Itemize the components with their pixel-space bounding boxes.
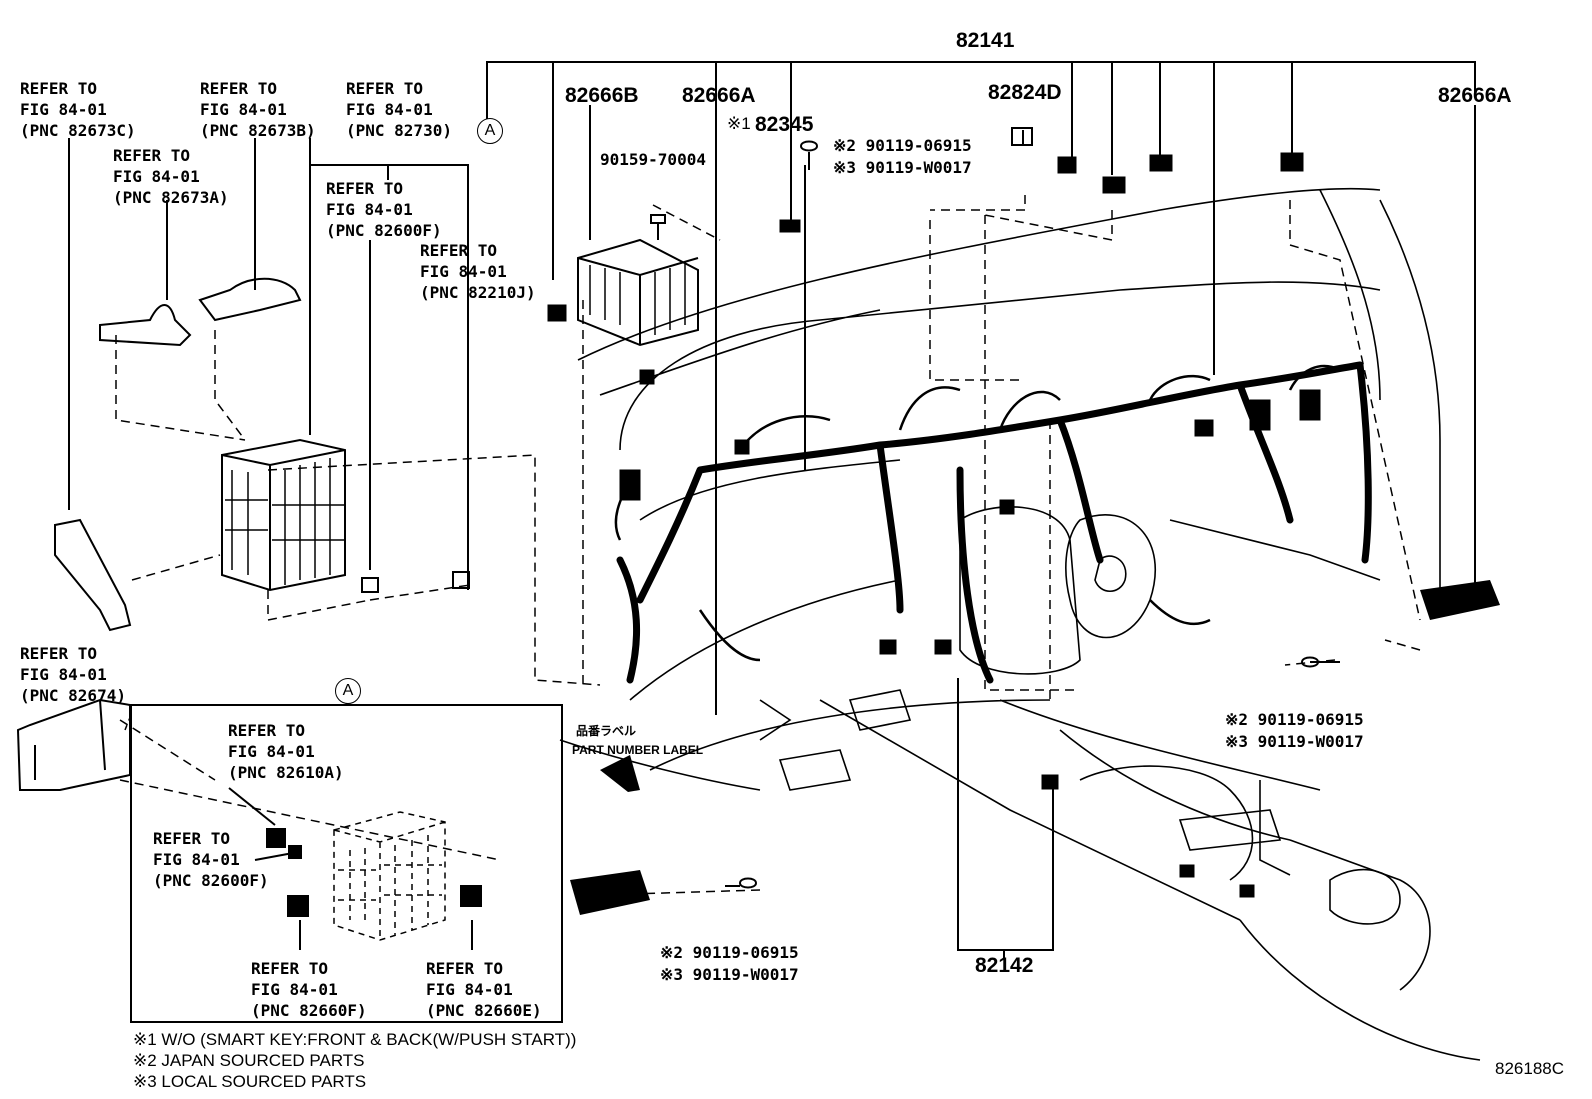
bracket-82673B bbox=[198, 277, 302, 322]
ref-82660E: REFER TO FIG 84-01 (PNC 82660E) bbox=[426, 959, 542, 1020]
ref-82600F-top: REFER TO FIG 84-01 (PNC 82600F) bbox=[326, 179, 442, 240]
part-82666A-right: 82666A bbox=[1438, 84, 1512, 107]
connector-8 bbox=[619, 469, 641, 501]
connector-6 bbox=[779, 219, 801, 233]
connector-18 bbox=[1239, 884, 1255, 898]
main-harness bbox=[616, 361, 1372, 684]
part-82666A-left: 82666A bbox=[682, 84, 756, 107]
clip-82210J bbox=[452, 571, 470, 589]
ref-82210J: REFER TO FIG 84-01 (PNC 82210J) bbox=[420, 241, 536, 302]
ref-82673C: REFER TO FIG 84-01 (PNC 82673C) bbox=[20, 79, 136, 140]
connector-16 bbox=[999, 499, 1015, 515]
fastener-right-a: ※2 90119-06915 bbox=[1225, 710, 1364, 729]
label-arrow bbox=[600, 755, 640, 792]
part-82141: 82141 bbox=[956, 29, 1015, 52]
ref-82673A: REFER TO FIG 84-01 (PNC 82673A) bbox=[113, 146, 229, 207]
note-3: ※3 LOCAL SOURCED PARTS bbox=[133, 1072, 367, 1091]
bracket-82673C bbox=[54, 518, 132, 632]
ref-82674: REFER TO FIG 84-01 (PNC 82674) bbox=[20, 644, 126, 705]
connector-15 bbox=[734, 439, 750, 455]
bracket-82673A bbox=[99, 304, 192, 347]
ref-82610A: REFER TO FIG 84-01 (PNC 82610A) bbox=[228, 721, 344, 782]
callout-a-top: A bbox=[477, 118, 503, 144]
harness-branches bbox=[614, 364, 1341, 662]
connector-82824D bbox=[1011, 127, 1033, 146]
connector-7 bbox=[1041, 774, 1059, 790]
leader-82345 bbox=[790, 140, 806, 470]
connector-11 bbox=[1194, 419, 1214, 437]
bolt-90159 bbox=[650, 214, 666, 240]
ref-82600F-inset: REFER TO FIG 84-01 (PNC 82600F) bbox=[153, 829, 269, 890]
ref-82730: REFER TO FIG 84-01 (PNC 82730) bbox=[346, 79, 452, 140]
connector-5 bbox=[1280, 152, 1304, 172]
fastener-top-b: ※3 90119-W0017 bbox=[833, 158, 972, 177]
connector-1 bbox=[547, 304, 567, 322]
fastener-bottom-b: ※3 90119-W0017 bbox=[660, 965, 799, 984]
connector-4 bbox=[1149, 154, 1173, 172]
dashed-guides bbox=[115, 195, 1421, 896]
mark-82345: ※1 bbox=[727, 114, 751, 133]
part-90159-70004: 90159-70004 bbox=[600, 150, 706, 169]
note-1: ※1 W/O (SMART KEY:FRONT & BACK(W/PUSH ST… bbox=[133, 1030, 577, 1049]
fastener-bottom-a: ※2 90119-06915 bbox=[660, 943, 799, 962]
ref-82660F: REFER TO FIG 84-01 (PNC 82660F) bbox=[251, 959, 367, 1020]
dashboard-outline bbox=[559, 187, 1481, 1061]
pedals bbox=[759, 689, 912, 791]
fastener-top-a: ※2 90119-06915 bbox=[833, 136, 972, 155]
leader-82142 bbox=[957, 678, 1054, 958]
connector-13 bbox=[1299, 389, 1321, 421]
bolt-bottom bbox=[725, 877, 758, 889]
connector-17 bbox=[1179, 864, 1195, 878]
part-label-jp: 品番ラベル bbox=[576, 724, 637, 738]
bolt-82345-top bbox=[799, 140, 819, 170]
connector-9 bbox=[879, 639, 897, 655]
ecu-82666A-right bbox=[1420, 580, 1500, 620]
leader-82666B bbox=[589, 105, 1476, 590]
connector-2 bbox=[1057, 156, 1077, 174]
inset-a-connectors bbox=[266, 828, 482, 917]
console-outline bbox=[1079, 765, 1401, 925]
inset-a-relay-block bbox=[333, 811, 446, 941]
relay-block-82666B-grid bbox=[589, 264, 686, 335]
note-2: ※2 JAPAN SOURCED PARTS bbox=[133, 1051, 365, 1070]
inset-a-dash-link bbox=[124, 714, 132, 731]
part-label-en: PART NUMBER LABEL bbox=[572, 743, 704, 757]
part-82345: 82345 bbox=[755, 113, 814, 136]
fastener-right-b: ※3 90119-W0017 bbox=[1225, 732, 1364, 751]
callout-a-inset: A bbox=[335, 678, 361, 704]
connector-14 bbox=[639, 369, 655, 385]
diagram-code: 826188C bbox=[1495, 1059, 1565, 1078]
leader-left-refs bbox=[68, 138, 469, 590]
connector-10 bbox=[934, 639, 952, 655]
ecu-82666A-bottom bbox=[570, 870, 650, 915]
part-82824D: 82824D bbox=[988, 81, 1062, 104]
bolt-right bbox=[1300, 656, 1340, 668]
bracket-82674 bbox=[16, 698, 131, 791]
junction-box-left bbox=[221, 438, 346, 592]
ref-82673B: REFER TO FIG 84-01 (PNC 82673B) bbox=[200, 79, 316, 140]
connector-3 bbox=[1102, 176, 1126, 194]
connector-12 bbox=[1249, 399, 1271, 431]
inset-a-leaders bbox=[228, 787, 473, 950]
part-82142: 82142 bbox=[975, 954, 1034, 977]
clip-82600F bbox=[361, 577, 379, 593]
relay-block-82666B bbox=[577, 238, 699, 347]
steering-column bbox=[1065, 514, 1156, 639]
leader-82141 bbox=[486, 61, 1476, 715]
junction-box-left-detail bbox=[225, 458, 345, 585]
part-82666B: 82666B bbox=[565, 84, 639, 107]
